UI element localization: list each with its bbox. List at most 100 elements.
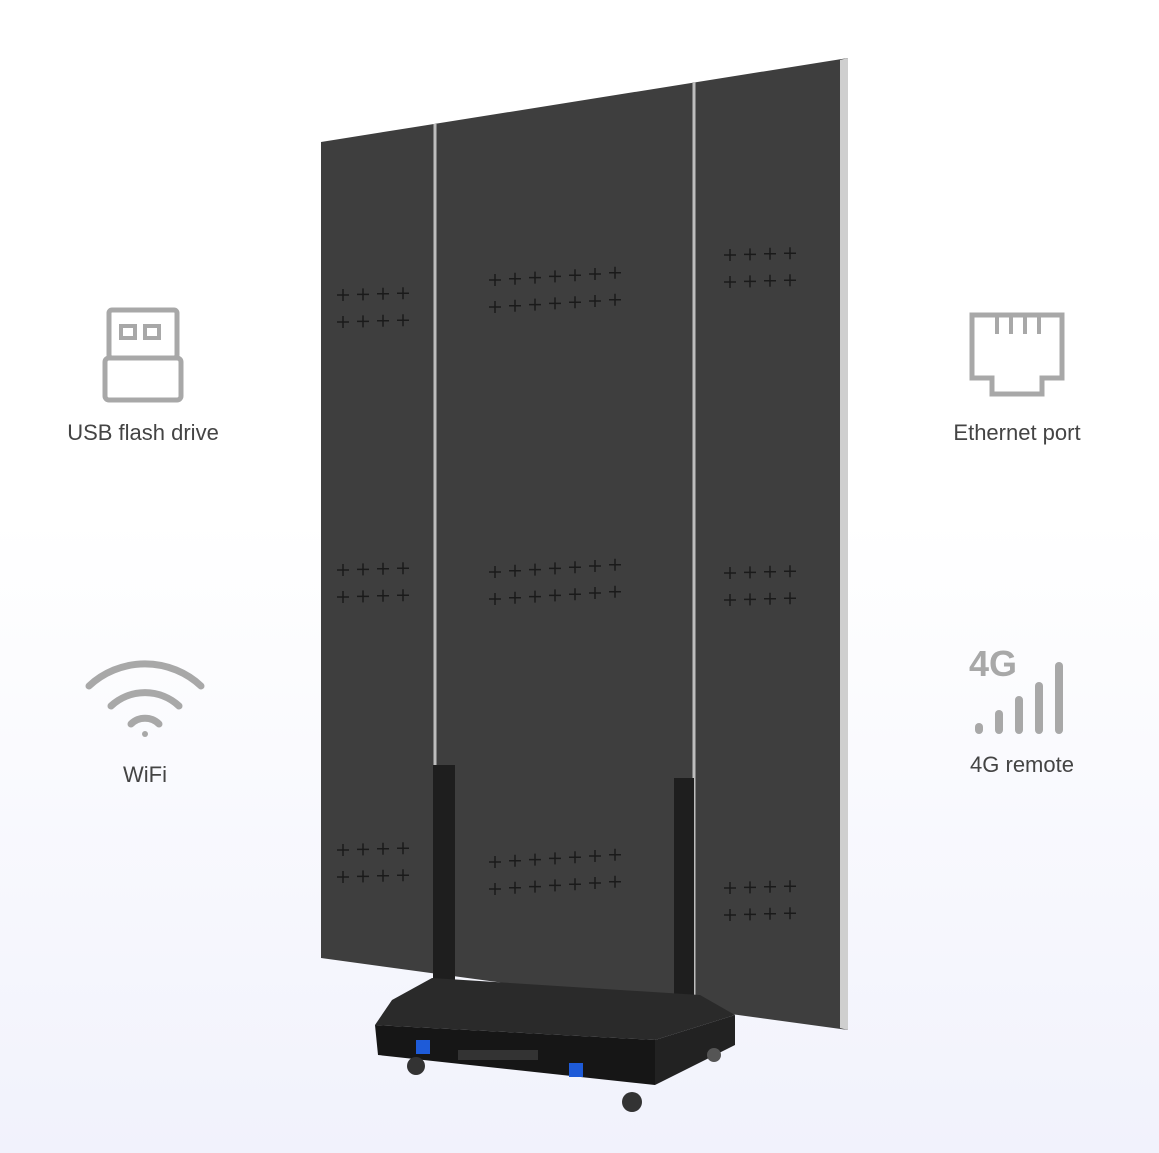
mounting-hole-cross bbox=[724, 276, 736, 288]
mounting-hole-cross bbox=[377, 869, 389, 882]
mounting-hole-cross bbox=[397, 589, 409, 602]
mounting-hole-cross bbox=[589, 587, 601, 599]
mounting-hole-cross bbox=[724, 882, 736, 894]
mounting-hole-cross bbox=[724, 594, 736, 606]
power-connector-right bbox=[569, 1063, 583, 1077]
mounting-hole-cross bbox=[744, 248, 756, 261]
mounting-hole-cross bbox=[397, 869, 409, 882]
mounting-hole-cross bbox=[764, 880, 776, 893]
mounting-hole-cross bbox=[609, 875, 621, 888]
mounting-hole-cross bbox=[529, 271, 541, 284]
mounting-hole-cross bbox=[337, 871, 349, 883]
mounting-hole-cross bbox=[589, 560, 601, 572]
mounting-hole-cross bbox=[784, 565, 796, 578]
mounting-hole-cross bbox=[357, 843, 369, 856]
mounting-hole-cross bbox=[764, 247, 776, 260]
mounting-hole-cross bbox=[357, 288, 369, 301]
mounting-hole-cross bbox=[397, 314, 409, 327]
mounting-hole-cross bbox=[377, 287, 389, 300]
mounting-hole-cross bbox=[377, 842, 389, 855]
mounting-hole-cross bbox=[609, 848, 621, 861]
stand-upright-left bbox=[433, 765, 455, 980]
mounting-hole-cross bbox=[337, 564, 349, 576]
mounting-hole-cross bbox=[529, 563, 541, 576]
mounting-hole-cross bbox=[784, 274, 796, 287]
mounting-hole-cross bbox=[489, 856, 501, 868]
ethernet-port-icon bbox=[969, 312, 1065, 397]
io-ports bbox=[458, 1050, 538, 1060]
mounting-hole-cross bbox=[357, 870, 369, 883]
mounting-hole-cross bbox=[764, 592, 776, 605]
mounting-hole-cross bbox=[489, 883, 501, 895]
stand-base-top bbox=[375, 978, 735, 1040]
feature-label: USB flash drive bbox=[67, 420, 219, 445]
mounting-hole-cross bbox=[569, 296, 581, 309]
mounting-hole-cross bbox=[764, 907, 776, 920]
stand-upright-right bbox=[674, 778, 694, 1010]
mounting-hole-cross bbox=[489, 566, 501, 578]
mounting-hole-cross bbox=[489, 593, 501, 605]
mounting-hole-cross bbox=[397, 287, 409, 300]
mounting-hole-cross bbox=[397, 562, 409, 575]
mounting-hole-cross bbox=[744, 593, 756, 606]
stand-base-side bbox=[655, 1015, 735, 1085]
mounting-hole-cross bbox=[744, 275, 756, 288]
mounting-hole-cross bbox=[609, 266, 621, 279]
mounting-hole-cross bbox=[569, 588, 581, 601]
wheel bbox=[707, 1048, 721, 1062]
mounting-hole-cross bbox=[489, 301, 501, 313]
mounting-hole-cross bbox=[337, 591, 349, 603]
mounting-hole-cross bbox=[529, 298, 541, 311]
mounting-hole-cross bbox=[569, 851, 581, 864]
mounting-hole-cross bbox=[337, 316, 349, 328]
mounting-hole-cross bbox=[569, 878, 581, 891]
mounting-hole-cross bbox=[357, 315, 369, 328]
mounting-hole-cross bbox=[489, 274, 501, 286]
mounting-holes bbox=[337, 247, 796, 921]
mounting-hole-cross bbox=[529, 853, 541, 866]
mounting-hole-cross bbox=[569, 561, 581, 574]
mounting-hole-cross bbox=[609, 585, 621, 598]
wheel bbox=[407, 1057, 425, 1075]
mounting-hole-cross bbox=[569, 269, 581, 282]
mounting-hole-cross bbox=[509, 564, 521, 577]
mounting-hole-cross bbox=[784, 880, 796, 893]
mounting-hole-cross bbox=[549, 270, 561, 283]
feature-label: 4G remote bbox=[970, 752, 1074, 777]
display-panel-back bbox=[321, 58, 848, 1030]
panel-edge-silver bbox=[840, 58, 848, 1030]
mounting-hole-cross bbox=[784, 247, 796, 260]
wheel bbox=[622, 1092, 642, 1112]
mounting-hole-cross bbox=[784, 592, 796, 605]
feature-4g: 4G 4G remote bbox=[912, 642, 1132, 778]
mounting-hole-cross bbox=[744, 908, 756, 921]
mounting-hole-cross bbox=[337, 289, 349, 301]
feature-ethernet: Ethernet port bbox=[907, 306, 1127, 446]
mounting-hole-cross bbox=[377, 562, 389, 575]
mounting-hole-cross bbox=[609, 558, 621, 571]
mounting-hole-cross bbox=[509, 881, 521, 894]
mounting-hole-cross bbox=[744, 881, 756, 894]
mounting-hole-cross bbox=[589, 268, 601, 280]
mounting-hole-cross bbox=[397, 842, 409, 855]
mounting-hole-cross bbox=[509, 591, 521, 604]
mounting-hole-cross bbox=[609, 293, 621, 306]
mounting-hole-cross bbox=[549, 297, 561, 310]
wifi-icon bbox=[85, 660, 205, 737]
mounting-hole-cross bbox=[764, 565, 776, 578]
mounting-hole-cross bbox=[744, 566, 756, 579]
mounting-hole-cross bbox=[357, 563, 369, 576]
mounting-hole-cross bbox=[784, 907, 796, 920]
mounting-hole-cross bbox=[337, 844, 349, 856]
mounting-hole-cross bbox=[549, 879, 561, 892]
4g-badge: 4G bbox=[969, 643, 1017, 684]
mounting-hole-cross bbox=[549, 562, 561, 575]
mounting-hole-cross bbox=[529, 880, 541, 893]
mounting-hole-cross bbox=[764, 274, 776, 287]
feature-label: Ethernet port bbox=[953, 420, 1081, 445]
mounting-hole-cross bbox=[357, 590, 369, 603]
mounting-hole-cross bbox=[724, 249, 736, 261]
mounting-hole-cross bbox=[377, 314, 389, 327]
mounting-hole-cross bbox=[377, 589, 389, 602]
mounting-hole-cross bbox=[509, 854, 521, 867]
